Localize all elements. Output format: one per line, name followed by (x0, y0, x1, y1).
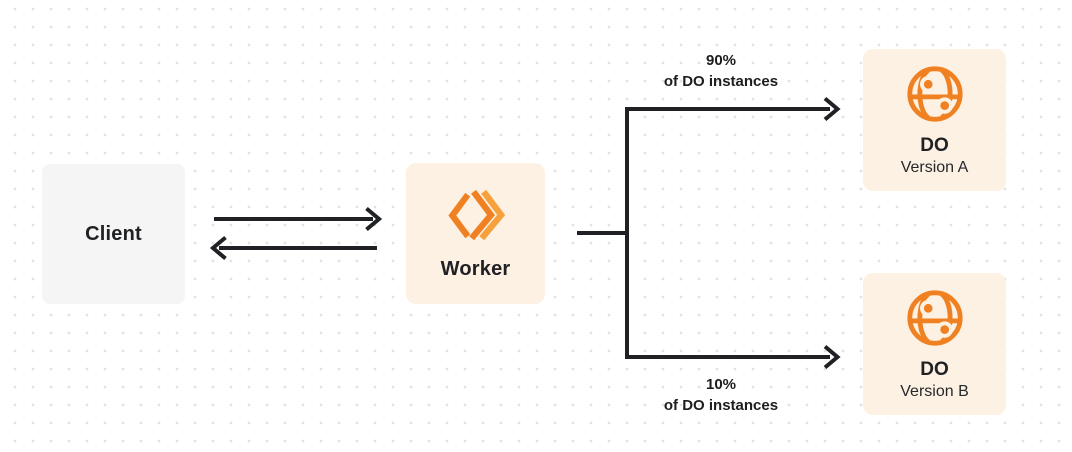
client-label: Client (85, 222, 142, 245)
arrow-worker-to-client-head (209, 235, 227, 261)
do-a-title: DO (920, 134, 949, 156)
globe-meridian-left (916, 67, 930, 120)
workers-icon-left-chevron (447, 192, 470, 239)
globe-dot-upper (923, 79, 933, 89)
node-worker: Worker (406, 163, 545, 304)
globe-outline (906, 65, 963, 122)
do-b-subtitle: Version B (900, 382, 969, 400)
split-label-90: 90% of DO instances (636, 50, 806, 92)
workers-icon-mid-chevron (468, 189, 495, 241)
workers-icon-right-chevron (478, 189, 505, 241)
arrow-to-do-a-head (823, 96, 841, 122)
branch-line (625, 107, 830, 359)
do-a-subtitle: Version A (900, 158, 969, 176)
globe-meridian-right (939, 291, 953, 344)
globe-icon (906, 289, 963, 346)
split-percent-10: 10% (705, 376, 737, 393)
split-percent-90: 90% (705, 52, 737, 69)
worker-label: Worker (440, 258, 511, 280)
globe-dot-lower (939, 324, 949, 334)
globe-outline (906, 289, 963, 346)
split-label-10: 10% of DO instances (636, 374, 806, 416)
globe-meridian-left (916, 291, 930, 344)
split-caption-10: of DO instances (663, 397, 779, 414)
arrow-client-to-worker-head (365, 206, 383, 232)
globe-dot-lower (939, 100, 949, 110)
workers-icon-strokes (447, 189, 505, 241)
split-caption-90: of DO instances (663, 73, 779, 90)
node-do-version-b: DO Version B (863, 273, 1006, 415)
cloudflare-workers-icon (447, 189, 505, 241)
globe-icon (906, 65, 963, 122)
node-client: Client (42, 164, 185, 304)
globe-dot-upper (923, 303, 933, 313)
globe-strokes (906, 289, 963, 346)
arrow-to-do-b-head (823, 344, 841, 370)
globe-meridian-right (939, 67, 953, 120)
node-do-version-a: DO Version A (863, 49, 1006, 191)
do-b-title: DO (920, 358, 949, 380)
globe-strokes (906, 65, 963, 122)
